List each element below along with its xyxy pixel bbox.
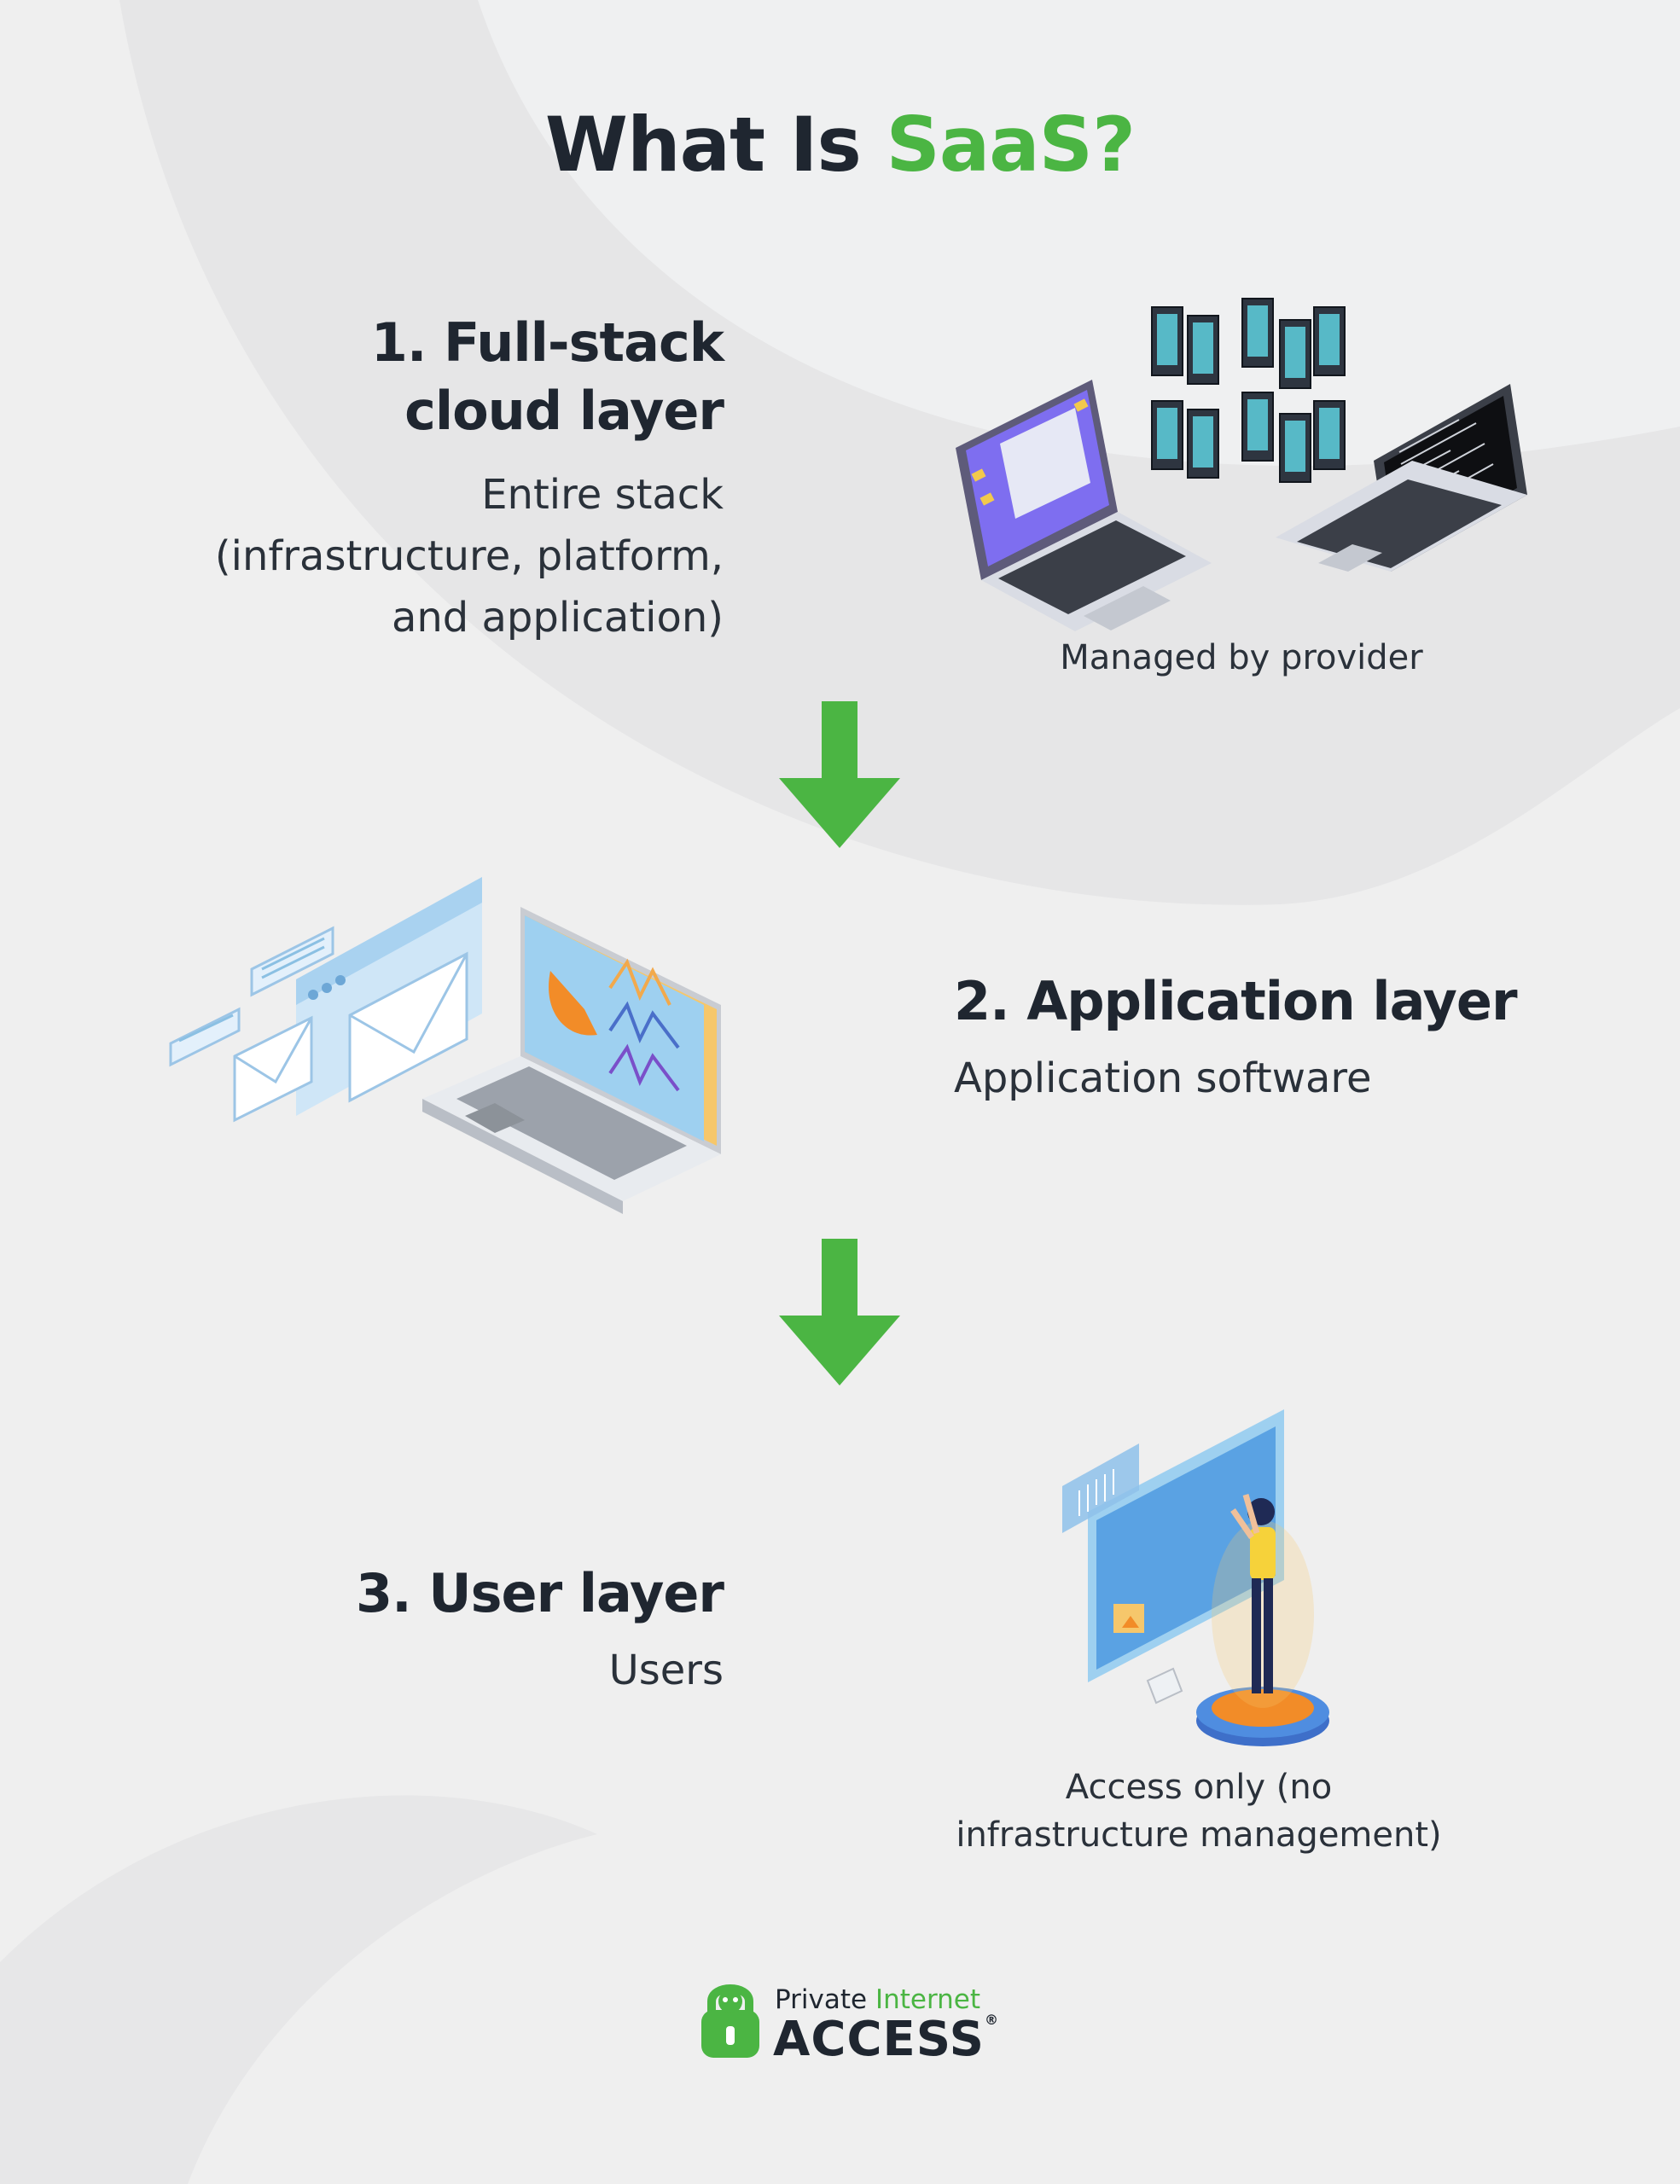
layer-2-text: 2. Application layer Application softwar…	[954, 967, 1602, 1109]
layer-1-caption: Managed by provider	[1060, 638, 1423, 677]
logo-access: ACCESS	[773, 2012, 985, 2067]
layer-1-text: 1. Full-stack cloud layer Entire stack (…	[85, 309, 724, 648]
arrow-down-icon	[779, 1239, 900, 1385]
layer-1-desc-line2: (infrastructure, platform,	[214, 532, 724, 580]
user-touchscreen-icon	[1062, 1409, 1329, 1746]
layer-3-heading: 3. User layer	[356, 1562, 724, 1624]
layer-1-heading-line2: cloud layer	[404, 380, 724, 442]
logo-registered-mark: ®	[984, 2012, 999, 2028]
layer-1-desc-line3: and application)	[391, 594, 724, 642]
layer-2-desc: Application software	[954, 1054, 1372, 1102]
layer-2-heading: 2. Application layer	[954, 970, 1518, 1032]
layer-3-caption-line1: Access only (no	[1065, 1768, 1333, 1807]
padlock-logo-icon	[701, 1984, 759, 2058]
server-rack-icon	[1151, 298, 1346, 483]
application-illustration	[169, 877, 721, 1214]
logo-internet: Internet	[875, 1984, 981, 2015]
layer-1-desc-line1: Entire stack	[481, 471, 724, 519]
layer-3-caption: Access only (no infrastructure managemen…	[921, 1763, 1476, 1859]
logo-line1: Private Internet	[775, 1984, 980, 2015]
title-prefix: What Is	[544, 101, 862, 189]
logo-private: Private	[775, 1984, 868, 2015]
pia-logo: Private Internet ACCESS®	[700, 1979, 998, 2067]
logo-line2: ACCESS®	[773, 2012, 999, 2067]
layer-3-desc: Users	[608, 1647, 724, 1694]
provider-infrastructure-illustration	[956, 298, 1527, 631]
email-icon	[169, 877, 482, 1123]
dashboard-laptop-icon	[422, 907, 721, 1214]
title-accent: SaaS?	[886, 101, 1136, 189]
layer-3-text: 3. User layer Users	[85, 1560, 724, 1701]
laptop-icon	[1276, 384, 1527, 572]
layer-3-caption-line2: infrastructure management)	[956, 1815, 1442, 1855]
arrow-down-icon	[779, 701, 900, 848]
page-title: What Is SaaS?	[0, 101, 1680, 189]
layer-1-heading-line1: 1. Full-stack	[370, 311, 724, 374]
laptop-icon	[956, 380, 1212, 631]
